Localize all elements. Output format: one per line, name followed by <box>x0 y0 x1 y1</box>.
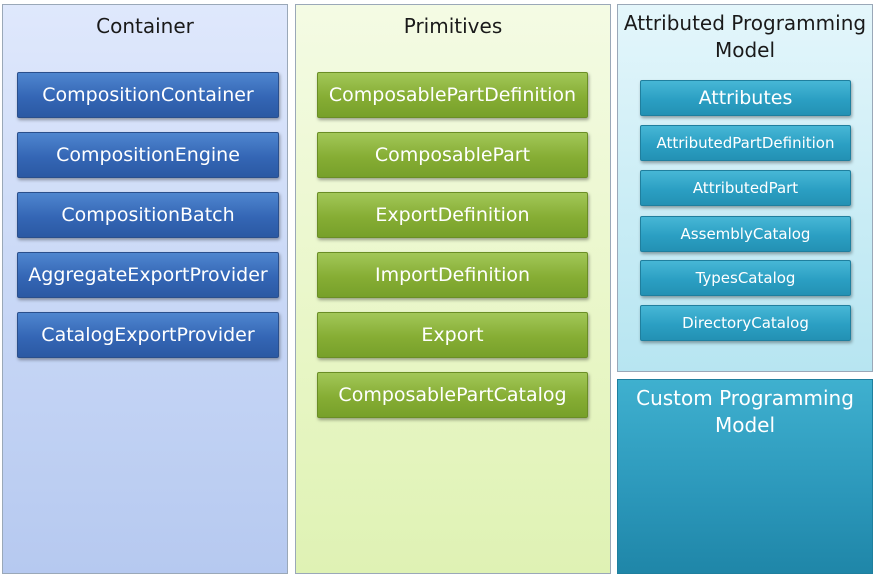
primitives-title: Primitives <box>403 14 503 38</box>
box-catalog-export-provider: CatalogExportProvider <box>17 312 279 358</box>
box-export: Export <box>317 312 588 358</box>
box-composition-batch: CompositionBatch <box>17 192 279 238</box>
attributed-title-line1: Attributed Programming <box>623 11 867 35</box>
box-composition-container: CompositionContainer <box>17 72 279 118</box>
box-aggregate-export-provider: AggregateExportProvider <box>17 252 279 298</box>
box-composable-part-catalog: ComposablePartCatalog <box>317 372 588 418</box>
box-composable-part: ComposablePart <box>317 132 588 178</box>
custom-programming-model-panel: Custom Programming Model <box>617 379 873 574</box>
box-attributed-part: AttributedPart <box>640 170 851 206</box>
container-title: Container <box>96 14 194 38</box>
attributed-programming-model-panel: Attributed Programming Model Attributes … <box>617 4 873 372</box>
box-composable-part-definition: ComposablePartDefinition <box>317 72 588 118</box>
custom-title-line1: Custom Programming <box>636 386 854 410</box>
box-attributed-part-definition: AttributedPartDefinition <box>640 125 851 161</box>
box-import-definition: ImportDefinition <box>317 252 588 298</box>
box-assembly-catalog: AssemblyCatalog <box>640 216 851 252</box>
attributed-title-line2: Model <box>714 38 776 62</box>
box-directory-catalog: DirectoryCatalog <box>640 305 851 341</box>
box-types-catalog: TypesCatalog <box>640 260 851 296</box>
box-export-definition: ExportDefinition <box>317 192 588 238</box>
container-panel: Container CompositionContainer Compositi… <box>2 4 288 574</box>
primitives-panel: Primitives ComposablePartDefinition Comp… <box>295 4 611 574</box>
box-composition-engine: CompositionEngine <box>17 132 279 178</box>
box-attributes: Attributes <box>640 80 851 116</box>
custom-title-line2: Model <box>714 413 776 437</box>
